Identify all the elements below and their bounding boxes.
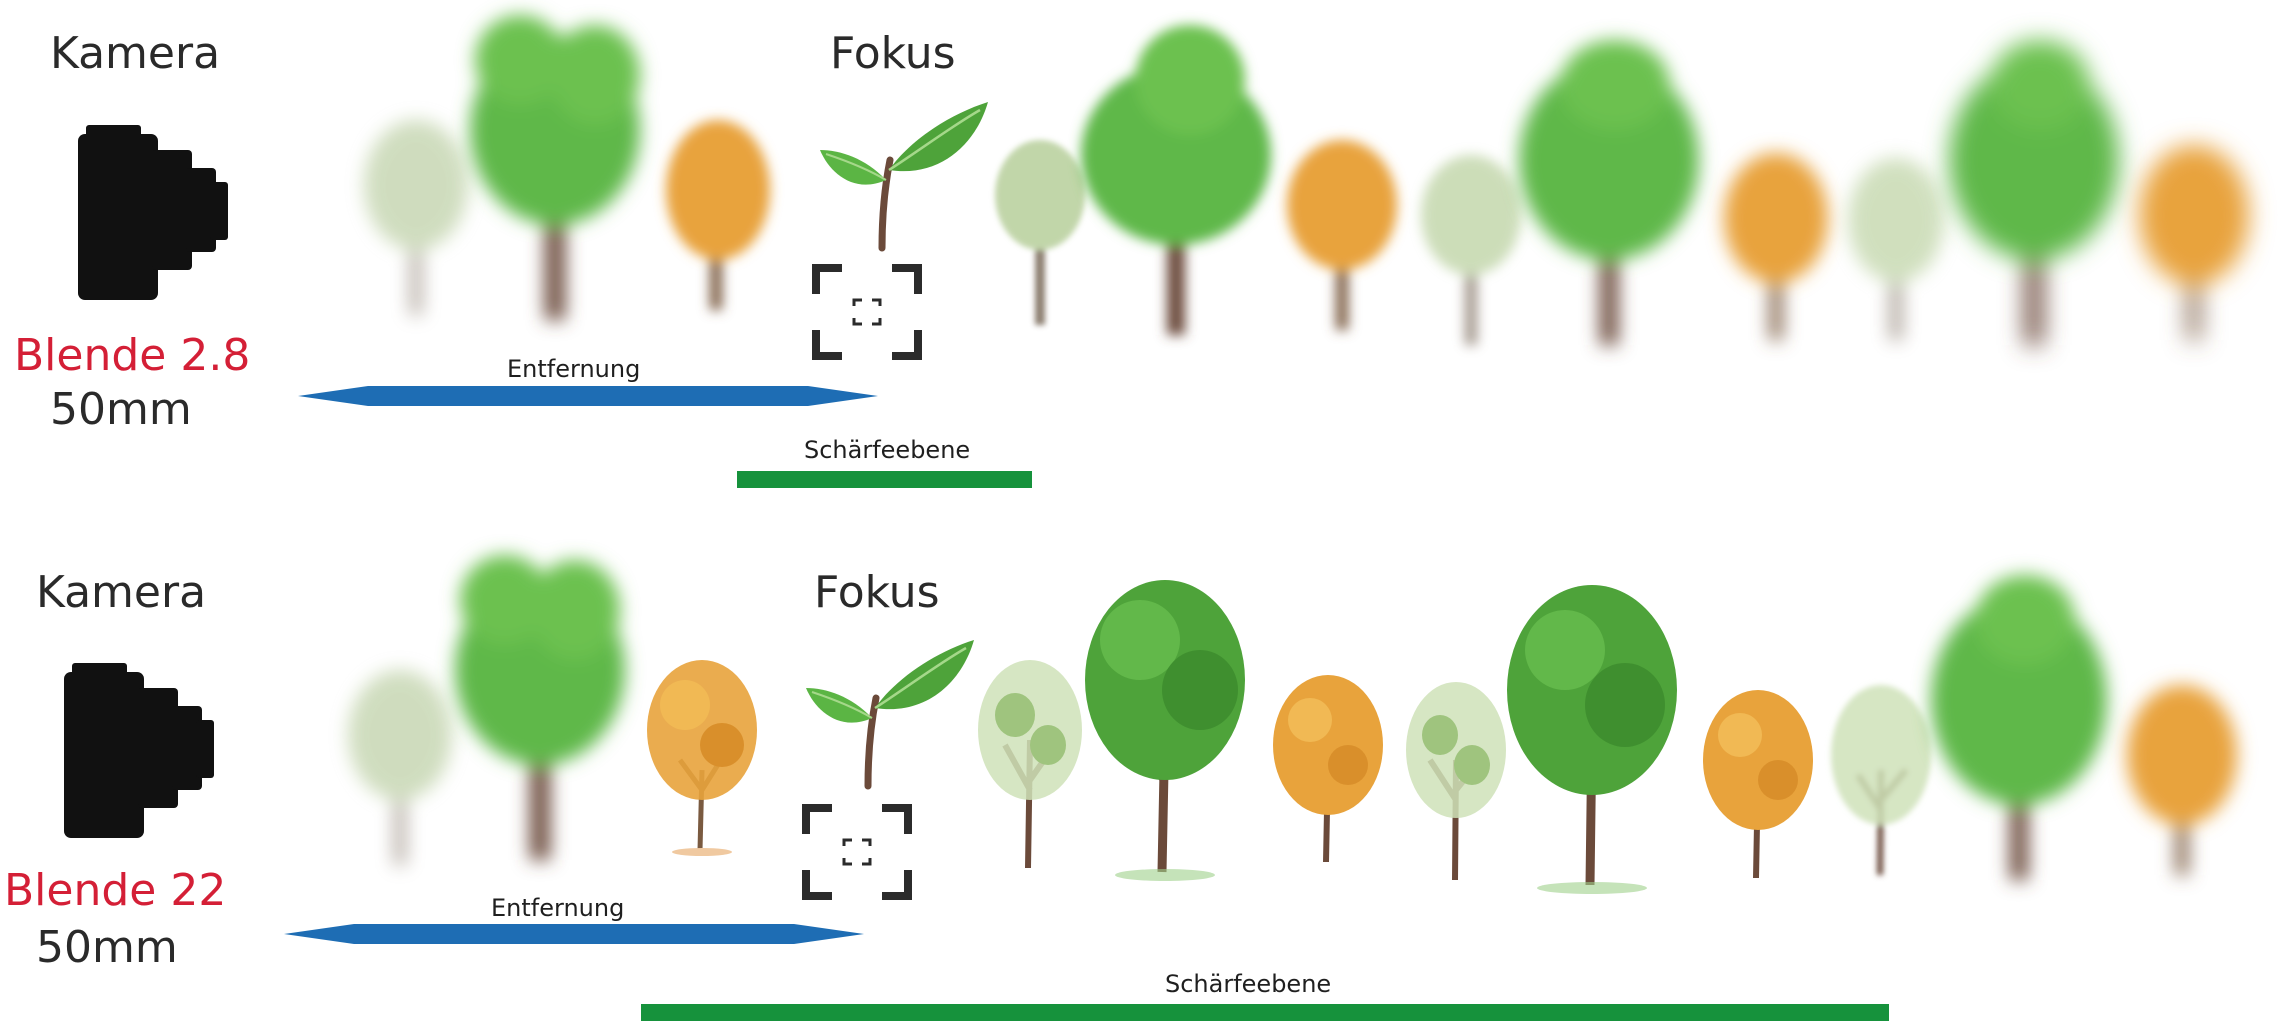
tree xyxy=(1421,155,1521,345)
distance-arrow xyxy=(298,386,878,406)
tree xyxy=(1081,25,1271,335)
focus-frame-icon xyxy=(802,804,912,900)
tree xyxy=(666,120,770,310)
tree xyxy=(1287,140,1397,330)
tree xyxy=(2139,145,2249,340)
camera-icon xyxy=(64,663,214,838)
tree xyxy=(2127,685,2237,875)
focus-plane-bar xyxy=(641,1004,1889,1021)
tree xyxy=(1831,685,1931,876)
tree xyxy=(647,660,757,856)
aperture-label: Blende 22 xyxy=(4,865,227,916)
focus-plane-label: Schärfeebene xyxy=(804,436,971,464)
camera-icon xyxy=(78,125,228,300)
tree xyxy=(1507,585,1677,894)
focus-plane-label: Schärfeebene xyxy=(1165,970,1332,998)
tree xyxy=(995,140,1085,325)
camera-label: Kamera xyxy=(36,567,207,618)
focus-frame-icon xyxy=(812,264,922,360)
tree xyxy=(364,120,468,315)
tree xyxy=(1724,153,1828,340)
distance-label: Entfernung xyxy=(507,355,641,383)
focus-plane-bar xyxy=(737,471,1032,488)
tree xyxy=(1931,575,2107,880)
distance-label: Entfernung xyxy=(491,894,625,922)
seedling-icon xyxy=(806,640,974,790)
focal-length-label: 50mm xyxy=(50,384,192,435)
distance-arrow xyxy=(284,924,864,944)
tree xyxy=(1085,580,1245,881)
tree xyxy=(1703,690,1813,879)
tree xyxy=(1848,158,1944,340)
focal-length-label: 50mm xyxy=(36,922,178,973)
focus-label: Fokus xyxy=(814,567,940,618)
tree xyxy=(348,670,452,865)
seedling-icon xyxy=(820,102,988,252)
tree xyxy=(1949,40,2119,345)
camera-label: Kamera xyxy=(50,28,221,79)
tree xyxy=(1406,682,1506,881)
tree xyxy=(1273,675,1383,863)
focus-label: Fokus xyxy=(830,28,956,79)
tree xyxy=(1519,40,1699,345)
tree xyxy=(978,660,1082,869)
tree-row xyxy=(364,15,2249,345)
aperture-label: Blende 2.8 xyxy=(14,330,251,381)
tree xyxy=(455,555,625,860)
tree xyxy=(470,15,640,320)
